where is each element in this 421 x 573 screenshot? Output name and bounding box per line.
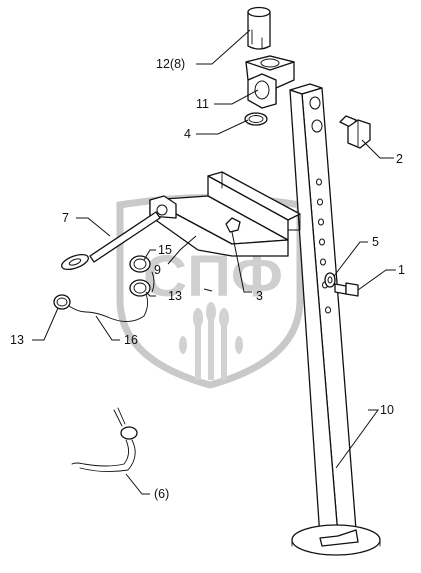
leader-13b — [32, 307, 59, 341]
callout-label-5: 5 — [372, 235, 379, 249]
leader-13a — [145, 291, 156, 297]
leader-5 — [333, 241, 368, 277]
bolt-part-2 — [339, 115, 371, 149]
bolt-part-1 — [334, 282, 359, 297]
leader-16 — [95, 315, 120, 341]
leader-10 — [335, 409, 379, 469]
callout-label-2: 2 — [396, 152, 403, 166]
callout-label-7: 7 — [62, 211, 69, 225]
cradle-bracket-part — [149, 171, 301, 257]
spring-clip-part-13-lower — [53, 294, 71, 310]
pivot-bracket-part — [245, 55, 295, 109]
callout-label-10: 10 — [380, 403, 394, 417]
callout-label-4: 4 — [184, 127, 191, 141]
leader-7 — [76, 217, 111, 237]
spring-clip-part-13-upper — [129, 279, 151, 297]
callout-label-3: 3 — [256, 289, 263, 303]
leader-11 — [214, 89, 259, 105]
callout-label-9: 9 — [154, 263, 161, 277]
spring-clip-part-15 — [129, 255, 151, 273]
leader-2 — [361, 139, 394, 159]
retaining-ring-part — [244, 112, 268, 126]
foot-plate-part — [291, 524, 381, 556]
long-pin-part — [61, 211, 161, 271]
callout-label-1: 1 — [398, 263, 405, 277]
top-pin-part — [247, 6, 271, 50]
callout-label-13-upper: 13 — [168, 289, 182, 303]
callout-label-13-lower: 13 — [10, 333, 24, 347]
leader-9 — [167, 235, 197, 265]
callout-labels: 12(8) 11 4 2 7 15 9 13 3 5 1 13 16 10 (6… — [10, 57, 405, 501]
leader-3 — [231, 231, 252, 293]
callout-label-16: 16 — [124, 333, 138, 347]
washer-part-5 — [324, 272, 336, 288]
cord-pin-part-6 — [71, 407, 138, 473]
leader-3b — [203, 288, 213, 292]
chain-part-16 — [68, 271, 155, 322]
leader-15 — [143, 249, 156, 261]
callout-leaders — [32, 29, 396, 495]
callout-label-12: 12(8) — [156, 57, 185, 71]
leader-6 — [125, 473, 150, 495]
leader-1 — [357, 269, 396, 291]
callout-label-15: 15 — [158, 243, 172, 257]
watermark-wheat-icon — [179, 302, 243, 380]
callout-label-6: (6) — [154, 487, 169, 501]
leader-12 — [196, 29, 251, 65]
callout-label-11: 11 — [196, 97, 209, 111]
leader-4 — [196, 119, 249, 135]
